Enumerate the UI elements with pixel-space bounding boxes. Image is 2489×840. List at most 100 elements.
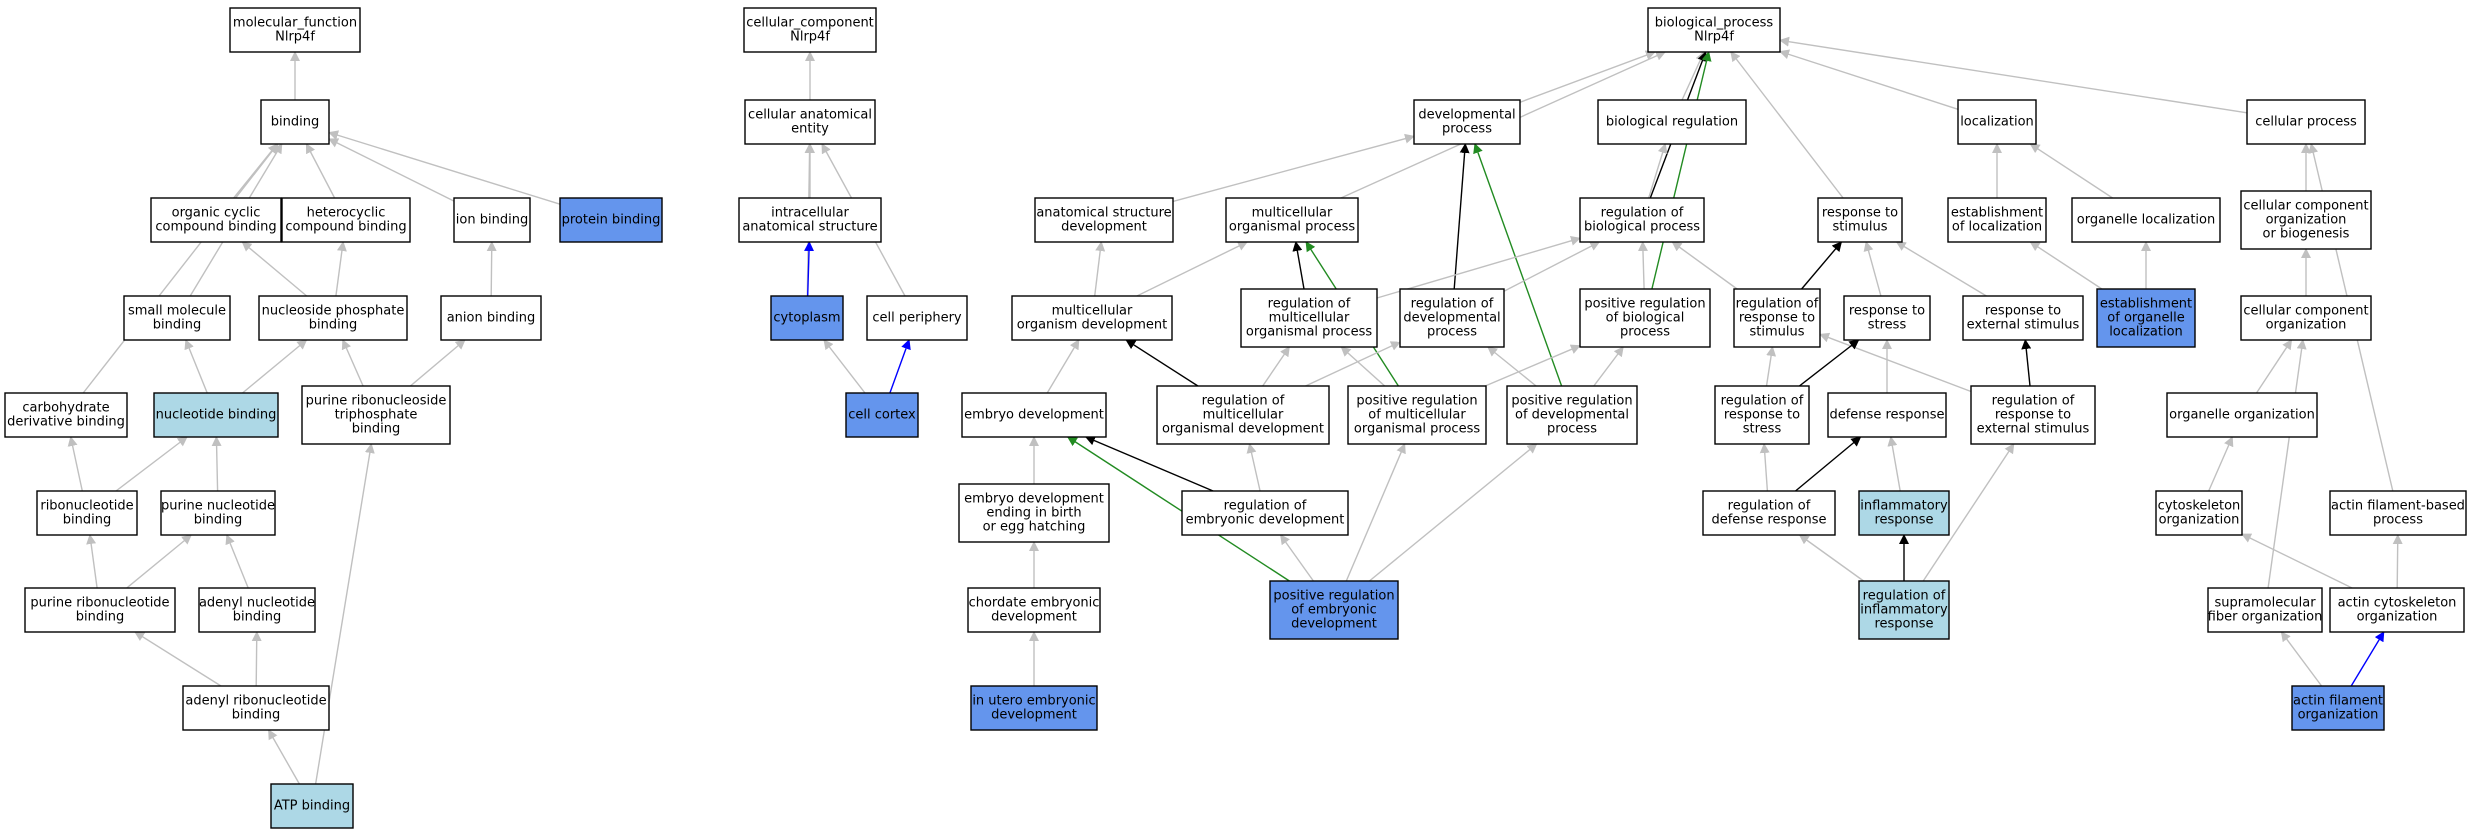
edge-regdev-to-devproc [1453, 143, 1470, 290]
node-cperi[interactable]: cell periphery [866, 295, 968, 341]
node-protb[interactable]: protein binding [559, 197, 663, 243]
node-label-reginfl-line-0: regulation of [1863, 589, 1946, 604]
node-label-purnuc-line-0: purine nucleotide [161, 499, 275, 514]
edge-nucphos-to-orgcyc [241, 241, 308, 297]
node-ionb[interactable]: ion binding [453, 197, 531, 243]
node-label-actinfil-line-1: process [2373, 513, 2423, 528]
edge-reginfl-to-regdefresp [1798, 534, 1865, 582]
node-orgorg[interactable]: organelle organization [2166, 392, 2318, 438]
node-box-embbirth [958, 483, 1110, 543]
node-box-actinorg [2291, 685, 2385, 731]
edge-purtri-to-anionb [409, 339, 466, 387]
node-label-estorgloc-line-1: of organelle [2107, 311, 2184, 326]
node-label-mop-line-1: organismal process [1229, 220, 1355, 235]
node-bioreg[interactable]: biological regulation [1597, 99, 1747, 145]
edge-supramol-to-ccorg [2267, 339, 2307, 589]
node-cyto[interactable]: cytoplasm [770, 295, 844, 341]
node-label-nucb-line-0: nucleotide binding [156, 408, 277, 423]
node-nucb[interactable]: nucleotide binding [153, 392, 279, 438]
node-anionb[interactable]: anion binding [440, 295, 542, 341]
node-label-regrespstim-line-1: response to [1739, 311, 1815, 326]
node-box-ccorg [2240, 295, 2372, 341]
node-box-defresp [1827, 392, 1947, 438]
node-label-adenuc-line-0: adenyl nucleotide [199, 596, 315, 611]
edge-ribonuc-to-nucb [115, 436, 188, 492]
node-label-ccob-line-2: or biogenesis [2263, 227, 2350, 242]
node-cellproc[interactable]: cellular process [2246, 99, 2366, 145]
node-box-ias [738, 197, 882, 243]
node-label-regbp-line-0: regulation of [1601, 206, 1684, 221]
node-box-regstress [1714, 385, 1810, 445]
node-local[interactable]: localization [1957, 99, 2037, 145]
node-box-cellproc [2246, 99, 2366, 145]
node-binding[interactable]: binding [260, 99, 330, 145]
node-box-orgcyc [150, 197, 282, 243]
edge-cyto-to-ias [804, 241, 815, 297]
node-box-reginfl [1858, 580, 1950, 640]
node-label-inutero-line-0: in utero embryonic [972, 694, 1095, 709]
node-label-regemb-line-0: regulation of [1224, 499, 1307, 514]
node-label-regrespstim-line-2: stimulus [1749, 325, 1804, 340]
node-ccortex[interactable]: cell cortex [845, 392, 919, 438]
edge-nucphos-to-hetcyc [335, 241, 347, 297]
node-orgloc[interactable]: organelle localization [2071, 197, 2221, 243]
node-atp[interactable]: ATP binding [270, 783, 354, 829]
node-embdev[interactable]: embryo development [961, 392, 1107, 438]
node-label-devproc-line-0: developmental [1418, 108, 1515, 123]
edge-estorgloc-to-estloc [2029, 241, 2103, 290]
node-defresp[interactable]: defense response [1827, 392, 1947, 438]
node-box-cyto [770, 295, 844, 341]
